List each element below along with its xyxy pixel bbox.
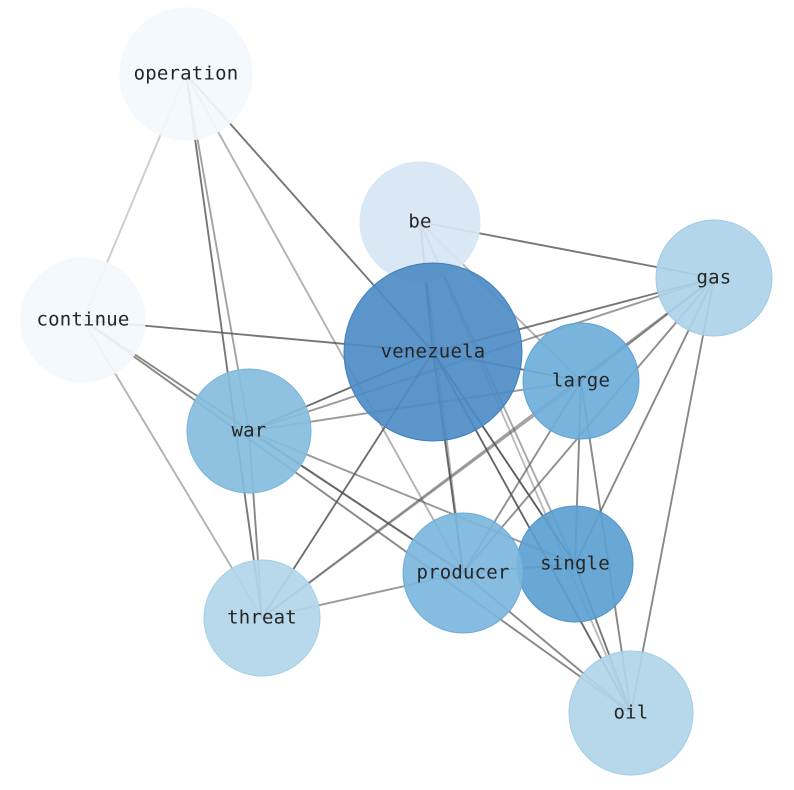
- graph-node-operation[interactable]: [119, 7, 253, 141]
- graph-node-large[interactable]: [522, 322, 640, 440]
- graph-edge: [82, 319, 632, 714]
- graph-node-single[interactable]: [516, 505, 634, 623]
- node-layer: [20, 7, 773, 776]
- graph-node-venezuela[interactable]: [343, 262, 523, 442]
- graph-edge: [185, 73, 464, 574]
- graph-edge: [261, 380, 582, 619]
- graph-node-war[interactable]: [186, 368, 312, 494]
- graph-edge: [630, 277, 715, 714]
- graph-node-oil[interactable]: [568, 650, 694, 776]
- graph-node-gas[interactable]: [655, 219, 773, 337]
- graph-node-continue[interactable]: [20, 257, 146, 383]
- graph-edge: [185, 73, 263, 619]
- graph-node-threat[interactable]: [203, 559, 321, 677]
- graph-node-producer[interactable]: [402, 512, 524, 634]
